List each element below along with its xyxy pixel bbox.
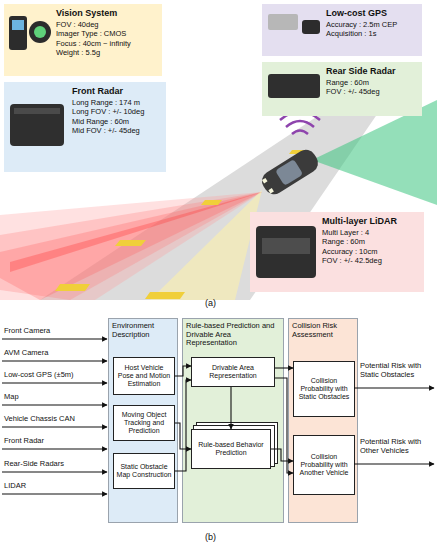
spec-line: Range : 60m xyxy=(322,237,420,246)
spec-line: Multi Layer : 4 xyxy=(322,228,420,237)
box-heading: Rear Side Radar xyxy=(326,66,418,77)
box-heading: Rule-based Prediction and Drivable Area … xyxy=(186,322,280,348)
box-heading: Low-cost GPS xyxy=(326,8,418,19)
spec-line: Long Range : 174 m xyxy=(72,98,162,107)
spec-line: Acquisition : 1s xyxy=(326,29,418,38)
process-box: Rule-based Behavior Prediction xyxy=(191,429,271,469)
process-box: Collision Probability with Another Vehic… xyxy=(293,435,355,495)
figure-caption: (b) xyxy=(205,532,235,543)
sensor-spec-box: Front RadarLong Range : 174 mLong FOV : … xyxy=(4,82,166,172)
input-signal: Map xyxy=(4,393,108,402)
output-signal: Potential Risk with Static Obstacles xyxy=(360,362,436,379)
module-group: Collision Risk AssessmentCollision Proba… xyxy=(288,318,358,523)
input-signal: LIDAR xyxy=(4,482,108,491)
box-heading: Drivable Area Representation xyxy=(194,364,272,380)
process-box: Host Vehicle Pose and Motion Estimation xyxy=(113,357,175,395)
spec-line: Range : 60m xyxy=(326,78,418,87)
box-heading: Host Vehicle Pose and Motion Estimation xyxy=(116,364,172,388)
host-vehicle xyxy=(258,146,322,198)
process-box: Drivable Area Representation xyxy=(191,357,275,387)
spec-line: Weight : 5.5g xyxy=(56,48,158,57)
box-heading: Static Obstacle Map Construction xyxy=(116,463,172,479)
box-heading: Moving Object Tracking and Prediction xyxy=(116,411,172,435)
sensor-spec-box: Multi-layer LiDARMulti Layer : 4Range : … xyxy=(250,212,424,292)
spec-line: FOV : +/- 45deg xyxy=(326,87,418,96)
module-group: Environment DescriptionHost Vehicle Pose… xyxy=(108,318,178,523)
input-signal: Low-cost GPS (±5m) xyxy=(4,371,108,380)
input-signal: AVM Camera xyxy=(4,349,108,358)
process-box: Static Obstacle Map Construction xyxy=(113,453,175,489)
box-heading: Front Radar xyxy=(72,86,162,97)
spec-line: FOV : +/- 42.5deg xyxy=(322,256,420,265)
spec-line: Long FOV : +/- 10deg xyxy=(72,107,162,116)
box-heading: Multi-layer LiDAR xyxy=(322,216,420,227)
sensor-spec-box: Rear Side RadarRange : 60mFOV : +/- 45de… xyxy=(262,62,422,116)
box-heading: Collision Probability with Static Obstac… xyxy=(296,377,352,401)
camera-beam xyxy=(150,190,262,300)
input-signal: Rear-Side Radars xyxy=(4,460,108,469)
input-arrow xyxy=(2,339,107,494)
input-signal: Vehicle Chassis CAN xyxy=(4,415,108,424)
box-heading: Environment Description xyxy=(112,322,174,339)
box-heading: Rule-based Behavior Prediction xyxy=(194,441,268,457)
sensor-spec-box: Low-cost GPSAccuracy : 2.5m CEPAcquisiti… xyxy=(262,4,422,56)
box-heading: Vision System xyxy=(56,8,158,19)
process-box: Moving Object Tracking and Prediction xyxy=(113,405,175,441)
module-group: Rule-based Prediction and Drivable Area … xyxy=(182,318,284,523)
spec-line: Accuracy : 10cm xyxy=(322,247,420,256)
box-heading: Collision Probability with Another Vehic… xyxy=(296,453,352,477)
spec-line: Focus : 40cm ~ infinity xyxy=(56,39,158,48)
spec-line: Mid Range : 60m xyxy=(72,117,162,126)
spec-line: Mid FOV : +/- 45deg xyxy=(72,126,162,135)
figure-caption: (a) xyxy=(205,298,235,309)
box-heading: Collision Risk Assessment xyxy=(292,322,354,339)
spec-line: Imager Type : CMOS xyxy=(56,29,158,38)
process-box: Collision Probability with Static Obstac… xyxy=(293,361,355,417)
output-signal: Potential Risk with Other Vehicles xyxy=(360,438,436,455)
spec-line: FOV : 40deg xyxy=(56,20,158,29)
sensor-spec-box: Vision SystemFOV : 40degImager Type : CM… xyxy=(4,4,162,76)
input-signal: Front Camera xyxy=(4,327,108,336)
spec-line: Accuracy : 2.5m CEP xyxy=(326,20,418,29)
input-signal: Front Radar xyxy=(4,437,108,446)
